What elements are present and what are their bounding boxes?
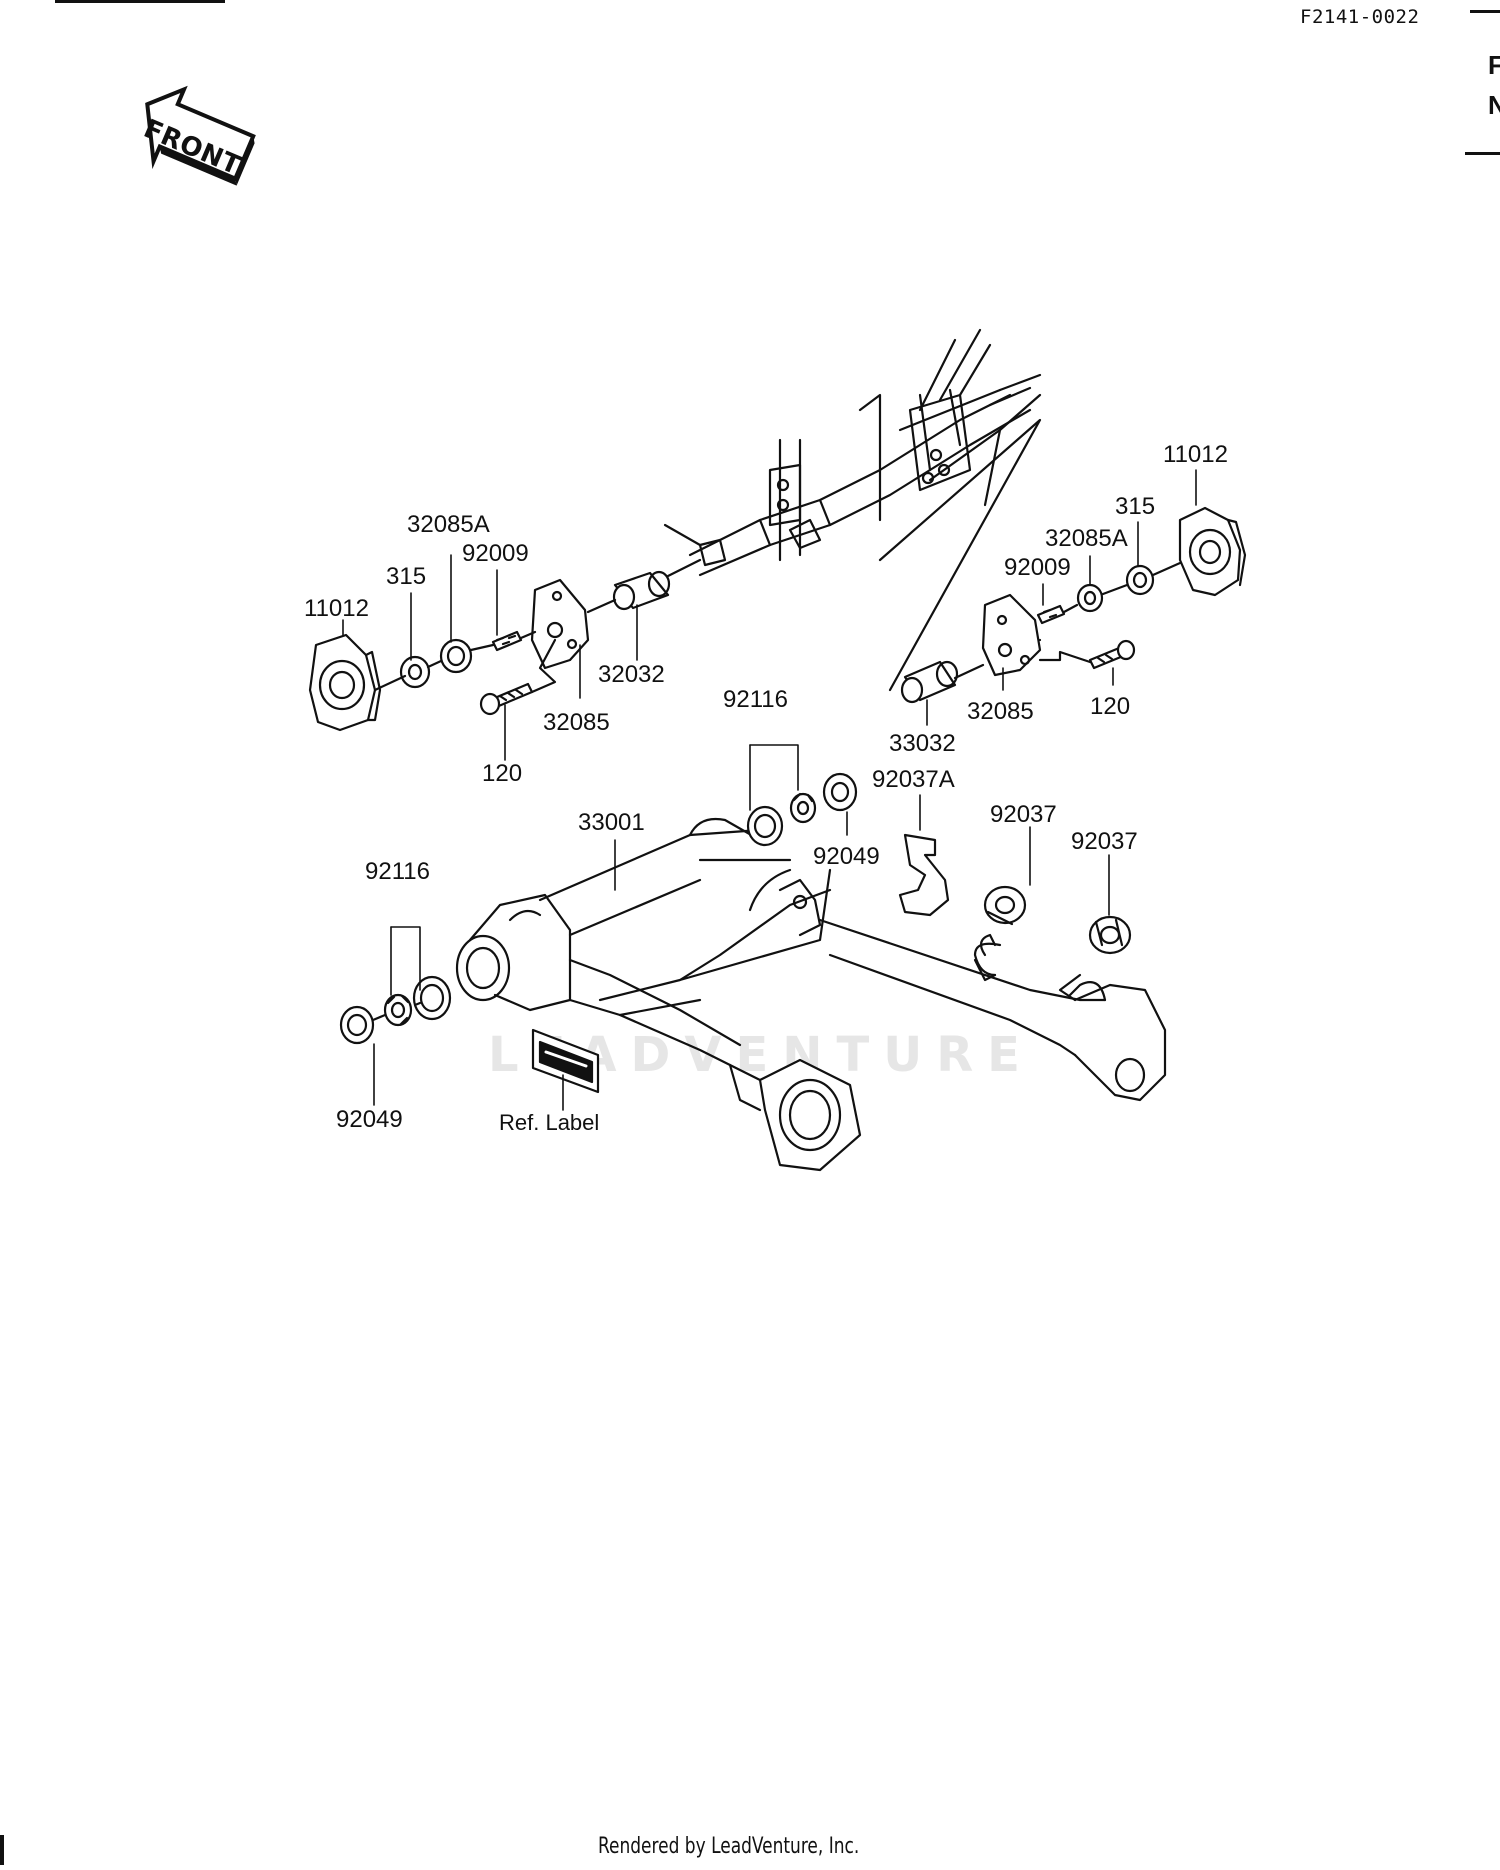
- right-collar-33032: [900, 660, 959, 704]
- right-bolt-guide: [1038, 650, 1092, 664]
- left-bushing-32085A: [439, 638, 473, 674]
- bushing-92037-a: [983, 885, 1027, 926]
- top-rule-left: [55, 0, 225, 3]
- front-arrow-icon: [145, 85, 256, 186]
- label-92049-bottom: 92049: [336, 1106, 403, 1133]
- left-axis-line: [373, 598, 617, 692]
- footer-credit: Rendered by LeadVenture, Inc.: [598, 1834, 860, 1859]
- frame-section: [663, 328, 1042, 692]
- right-axis-line: [953, 561, 1182, 680]
- cap-92037A: [898, 833, 950, 917]
- label-33001: 33001: [578, 809, 645, 836]
- right-bolt-92009: [1036, 604, 1066, 625]
- left-bolt-120: [479, 682, 534, 716]
- right-pivot-cover-11012: [1178, 506, 1247, 597]
- left-bearing-set: [339, 975, 452, 1045]
- right-collar-315: [1125, 564, 1155, 596]
- label-92049-top: 92049: [813, 843, 880, 870]
- left-plate-32085: [530, 578, 590, 670]
- label-120-right: 120: [1090, 693, 1131, 720]
- left-pivot-cover-11012: [308, 633, 382, 732]
- label-92037-b: 92037: [1071, 828, 1138, 855]
- label-32085-right: 32085: [967, 698, 1034, 725]
- right-bushing-32085A: [1076, 583, 1104, 613]
- label-32085A-right: 32085A: [1045, 525, 1128, 552]
- label-92037-a: 92037: [990, 801, 1057, 828]
- label-92116-top: 92116: [723, 686, 788, 713]
- edge-char-2: N: [1488, 90, 1500, 120]
- bushing-92037-b: [1088, 915, 1132, 955]
- label-11012-right: 11012: [1163, 441, 1228, 468]
- left-bolt-92009: [491, 630, 523, 652]
- ref-label-plate: [531, 1028, 600, 1094]
- label-315-left: 315: [386, 563, 427, 590]
- label-120-left: 120: [482, 760, 523, 787]
- right-bolt-120: [1088, 639, 1136, 670]
- label-92009-left: 92009: [462, 540, 529, 567]
- label-32085A-left: 32085A: [407, 511, 490, 538]
- right-bearing-set: [746, 772, 858, 847]
- edge-text: F N: [1488, 45, 1500, 125]
- right-plate-32085: [981, 593, 1042, 677]
- label-11012-left: 11012: [304, 595, 369, 622]
- left-collar-315: [399, 655, 431, 689]
- top-rule-right: [1470, 10, 1500, 13]
- side-rule-right: [1465, 152, 1500, 155]
- swingarm-33001: [455, 817, 1167, 1172]
- edge-char-1: F: [1488, 50, 1500, 80]
- leader-lines: [342, 469, 1197, 1111]
- label-92009-right: 92009: [1004, 554, 1071, 581]
- ref-label-text: Ref. Label: [499, 1110, 600, 1135]
- label-32032: 32032: [598, 661, 665, 688]
- document-code: F2141-0022: [1300, 6, 1420, 28]
- left-collar-32032: [612, 558, 702, 611]
- label-92116-left: 92116: [365, 858, 430, 885]
- label-92037A: 92037A: [872, 766, 955, 793]
- left-edge-mark: [0, 1835, 4, 1865]
- label-32085-left: 32085: [543, 709, 610, 736]
- label-315-right: 315: [1115, 493, 1156, 520]
- clip-hook: [973, 942, 1002, 977]
- left-bolt-guide: [530, 638, 557, 694]
- label-33032: 33032: [889, 730, 956, 757]
